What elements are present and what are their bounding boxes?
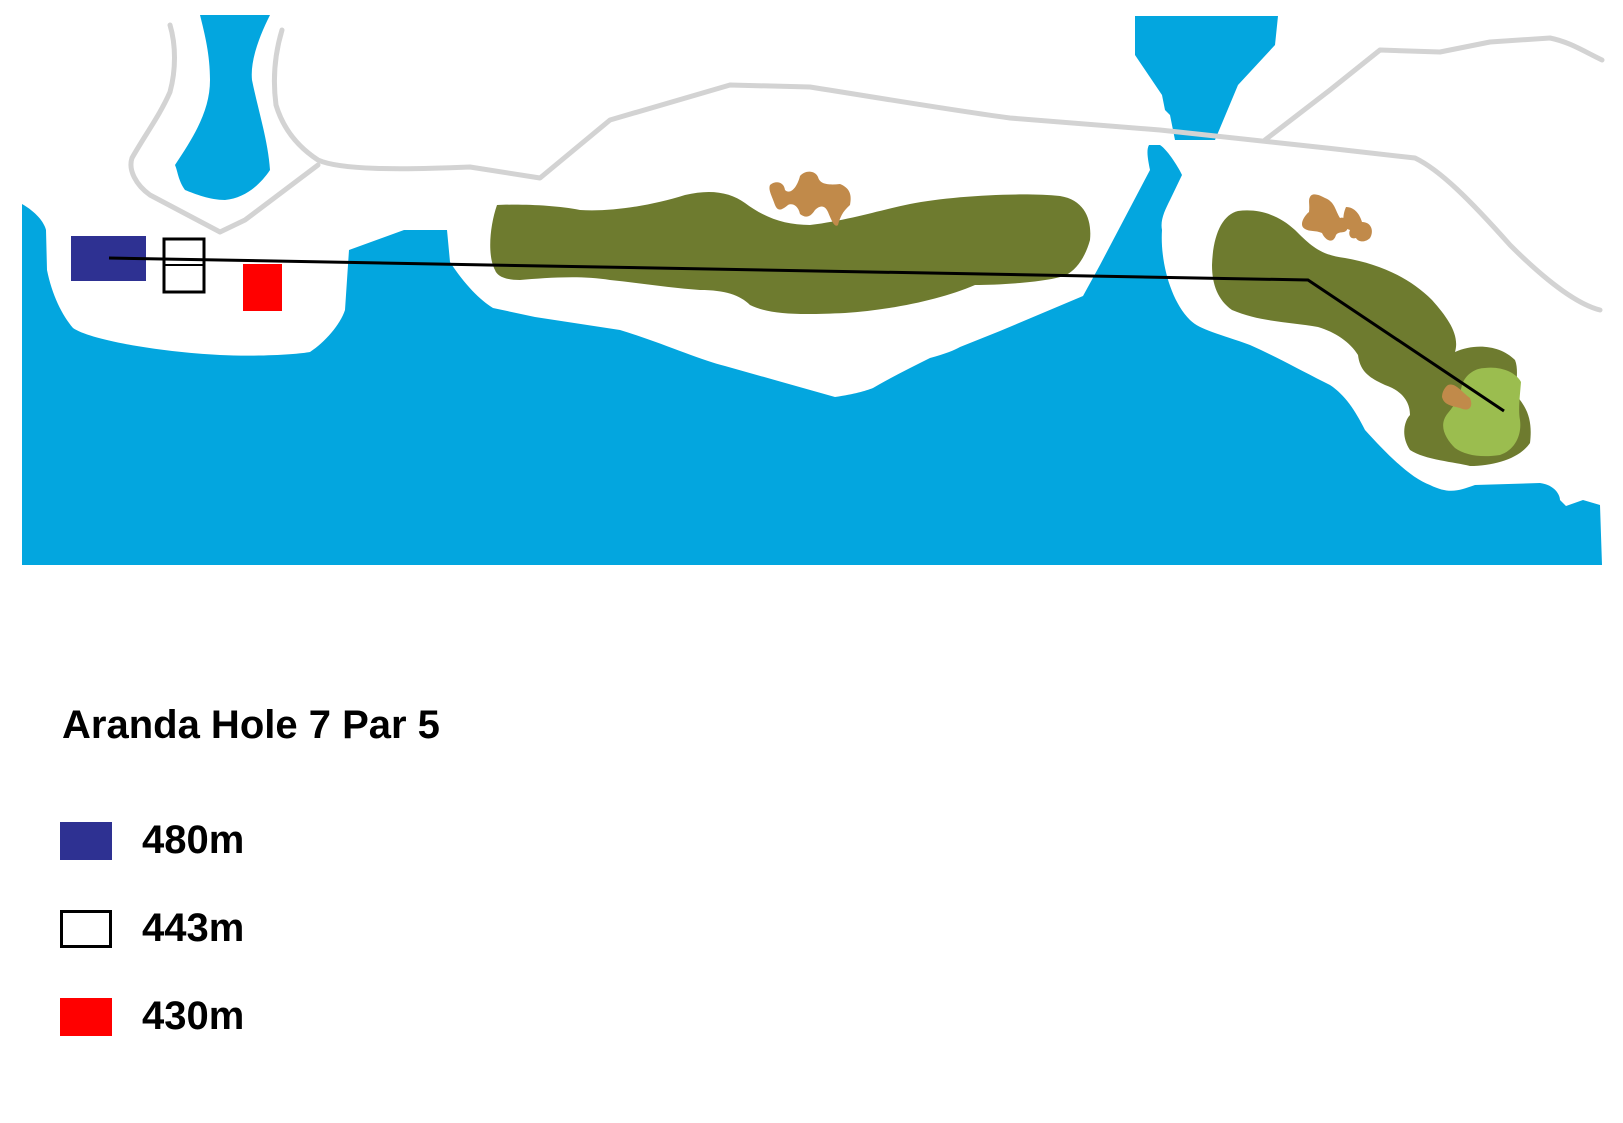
- legend-item-red: 430m: [60, 994, 460, 1038]
- legend-label-blue: 480m: [142, 818, 245, 862]
- legend-label-white: 443m: [142, 906, 245, 950]
- fairway-1: [490, 191, 1091, 315]
- line-of-play: [108, 256, 1505, 413]
- legend-item-blue: 480m: [60, 818, 460, 862]
- cart-paths: [128, 22, 1605, 313]
- water-inlet-right: [1135, 16, 1278, 140]
- bunker-2: [1302, 194, 1372, 242]
- putting-green: [1443, 367, 1521, 457]
- legend-label-red: 430m: [142, 994, 245, 1038]
- red-tee-swatch: [60, 998, 112, 1036]
- hole-map: [22, 15, 1605, 565]
- water-inlet-left: [175, 15, 270, 200]
- red-tee-box: [243, 264, 282, 311]
- bunker-1: [769, 171, 851, 226]
- blue-tee-swatch: [60, 822, 112, 860]
- hole-title: Aranda Hole 7 Par 5: [62, 703, 440, 747]
- white-tee-swatch: [60, 910, 112, 948]
- legend-item-white: 443m: [60, 906, 460, 950]
- water-lake: [22, 145, 1602, 565]
- bunker-3: [1442, 384, 1472, 410]
